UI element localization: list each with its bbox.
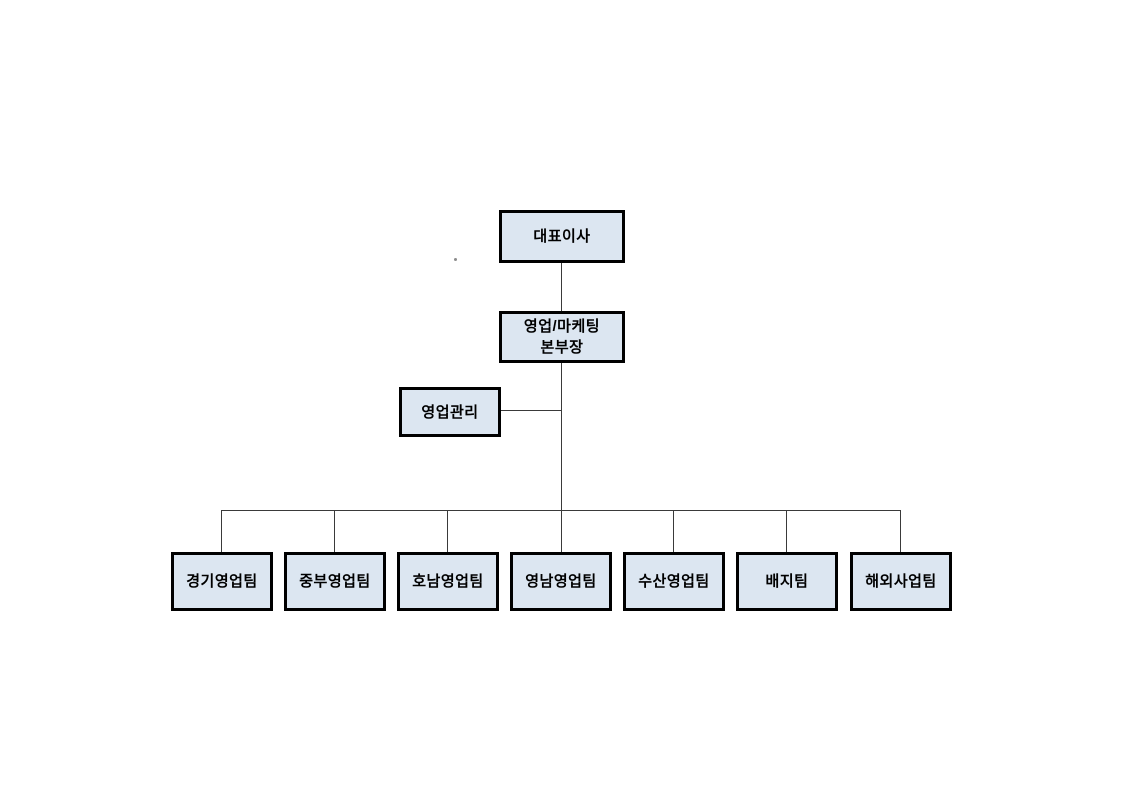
org-node-head-label-line2: 본부장 <box>540 339 584 356</box>
org-node-team-baeji: 배지팀 <box>736 552 838 611</box>
connector-sales-admin-branch <box>501 410 561 411</box>
org-node-head-label-line1: 영업/마케팅 <box>523 318 601 335</box>
org-node-team-label: 수산영업팀 <box>638 573 710 590</box>
org-node-team-label: 중부영업팀 <box>299 573 371 590</box>
org-node-team-yeongnam: 영남영업팀 <box>510 552 612 611</box>
connector-drop-team-3 <box>447 510 448 552</box>
connector-drop-team-2 <box>334 510 335 552</box>
connector-head-to-teams-trunk <box>561 363 562 552</box>
org-node-team-jungbu: 중부영업팀 <box>284 552 386 611</box>
connector-drop-team-5 <box>673 510 674 552</box>
connector-drop-team-6 <box>786 510 787 552</box>
connector-drop-team-7 <box>900 510 901 552</box>
org-node-team-gyeonggi: 경기영업팀 <box>171 552 273 611</box>
org-node-ceo-label: 대표이사 <box>533 228 591 245</box>
org-node-team-label: 경기영업팀 <box>186 573 258 590</box>
org-node-team-label: 영남영업팀 <box>525 573 597 590</box>
org-node-team-label: 해외사업팀 <box>865 573 937 590</box>
org-node-team-label: 배지팀 <box>765 573 809 590</box>
org-node-team-overseas: 해외사업팀 <box>850 552 952 611</box>
org-node-ceo: 대표이사 <box>499 210 625 263</box>
connector-drop-team-1 <box>221 510 222 552</box>
stray-dot-mark <box>454 258 457 261</box>
connector-ceo-to-head <box>561 263 562 311</box>
org-node-team-honam: 호남영업팀 <box>397 552 499 611</box>
org-node-sales-admin: 영업관리 <box>399 387 501 437</box>
org-node-team-label: 호남영업팀 <box>412 573 484 590</box>
org-node-sales-admin-label: 영업관리 <box>421 403 479 421</box>
connector-teams-bus <box>221 510 901 511</box>
org-node-sales-marketing-head: 영업/마케팅 본부장 <box>499 311 625 363</box>
org-node-team-susan: 수산영업팀 <box>623 552 725 611</box>
